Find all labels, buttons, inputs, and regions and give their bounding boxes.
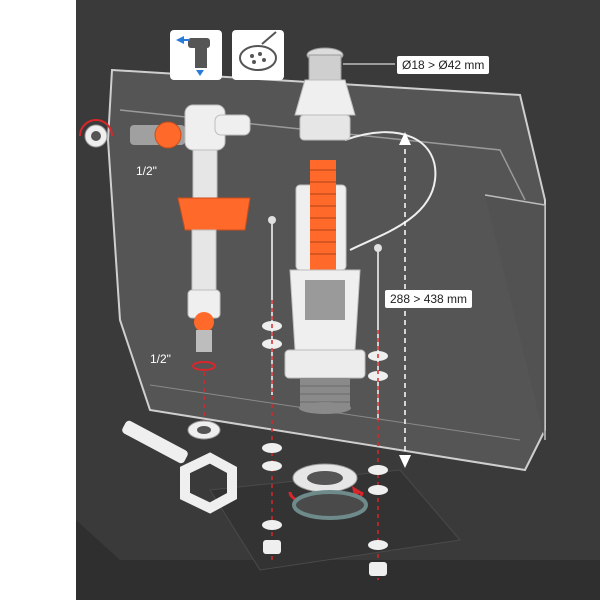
button-cable: [344, 131, 437, 251]
height-dimension: [399, 132, 411, 468]
inlet-bottom-size-label: 1/2": [150, 352, 171, 366]
washer-set-left: [262, 443, 282, 554]
fill-valve: [130, 104, 251, 371]
height-range-label: 288 > 438 mm: [385, 290, 473, 308]
push-button: [294, 47, 356, 141]
button-diameter-label: Ø18 > Ø42 mm: [397, 56, 490, 74]
spanner-tool: [122, 420, 237, 514]
inlet-locknut: [187, 420, 221, 440]
inlet-top-size-label: 1/2": [136, 164, 157, 178]
drain-icon: [232, 30, 284, 80]
flush-valve: [284, 160, 366, 414]
tank-side-wall: [484, 194, 546, 440]
inlet-nut: [79, 119, 113, 148]
flush-valve-locknut: [288, 463, 368, 520]
washer-set-right: [368, 465, 388, 576]
floor-plate: [76, 520, 600, 600]
assembly-guides: [203, 300, 379, 580]
side-inlet-icon: [170, 30, 222, 80]
